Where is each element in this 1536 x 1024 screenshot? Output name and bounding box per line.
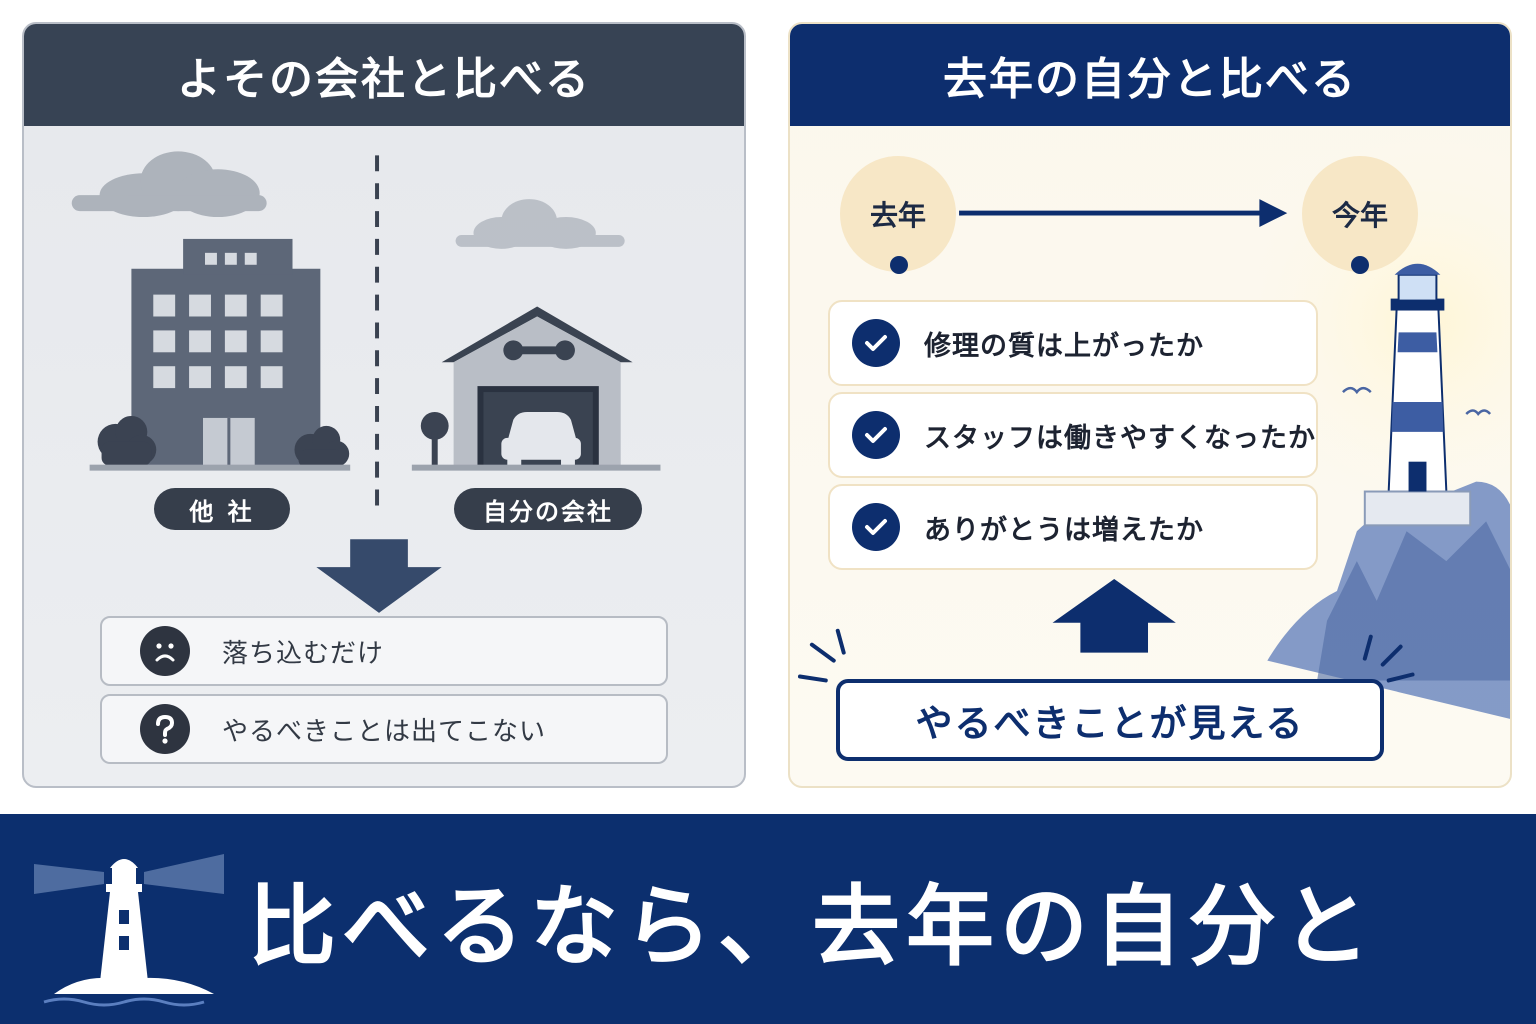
wrench-icon [503, 340, 575, 361]
panel-title: よその会社と比べる [24, 24, 744, 126]
checkmark-icon [852, 503, 900, 551]
checkmark-icon [852, 319, 900, 367]
conclusion-box: やるべきことが見える [836, 679, 1384, 761]
lighthouse-icon [34, 854, 224, 1007]
timeline-dot [1351, 256, 1369, 274]
timeline-dot [890, 256, 908, 274]
other-company-panel: よその会社と比べる 他 社 自分の会社 落ち込むだけ やるべきことは出てこない [22, 22, 746, 788]
tree-icon [97, 415, 350, 468]
checklist-item: ありがとうは増えたか [828, 484, 1318, 570]
other-company-illustration [71, 151, 661, 613]
garage-icon [420, 306, 633, 468]
checklist-item: スタッフは働きやすくなったか [828, 392, 1318, 478]
up-arrow-icon [1052, 579, 1176, 653]
panel-title: 去年の自分と比べる [790, 24, 1510, 126]
result-text: やるべきことは出てこない [222, 716, 547, 747]
result-item: 落ち込むだけ [100, 616, 668, 686]
right-arrow-icon [1259, 199, 1288, 227]
result-text: 落ち込むだけ [222, 638, 385, 669]
bird-icon [1342, 386, 1492, 416]
result-item: やるべきことは出てこない [100, 694, 668, 764]
lighthouse-icon [1363, 263, 1472, 527]
sad-face-icon [140, 626, 190, 676]
cloud-icon [455, 199, 625, 249]
checklist-text: ありがとうは増えたか [924, 514, 1204, 546]
checklist-text: 修理の質は上がったか [924, 330, 1204, 362]
car-icon [501, 411, 581, 468]
down-arrow-icon [316, 539, 442, 613]
office-building-icon [131, 238, 321, 468]
checkmark-icon [852, 411, 900, 459]
last-year-self-panel: 去年の自分と比べる 去年 今年 修理の質は上がったか スタッフは働きやすくなった… [788, 22, 1512, 788]
own-company-label: 自分の会社 [454, 488, 642, 530]
other-company-label: 他 社 [154, 488, 290, 530]
question-mark-icon [140, 704, 190, 754]
this-year-badge: 今年 [1302, 156, 1418, 272]
bottom-banner: 比べるなら、去年の自分と [0, 814, 1536, 1024]
cloud-icon [71, 151, 267, 218]
emphasis-lines-icon [797, 628, 1415, 683]
banner-title: 比べるなら、去年の自分と [248, 874, 1377, 978]
last-year-badge: 去年 [840, 156, 956, 272]
checklist-text: スタッフは働きやすくなったか [924, 422, 1316, 454]
checklist-item: 修理の質は上がったか [828, 300, 1318, 386]
